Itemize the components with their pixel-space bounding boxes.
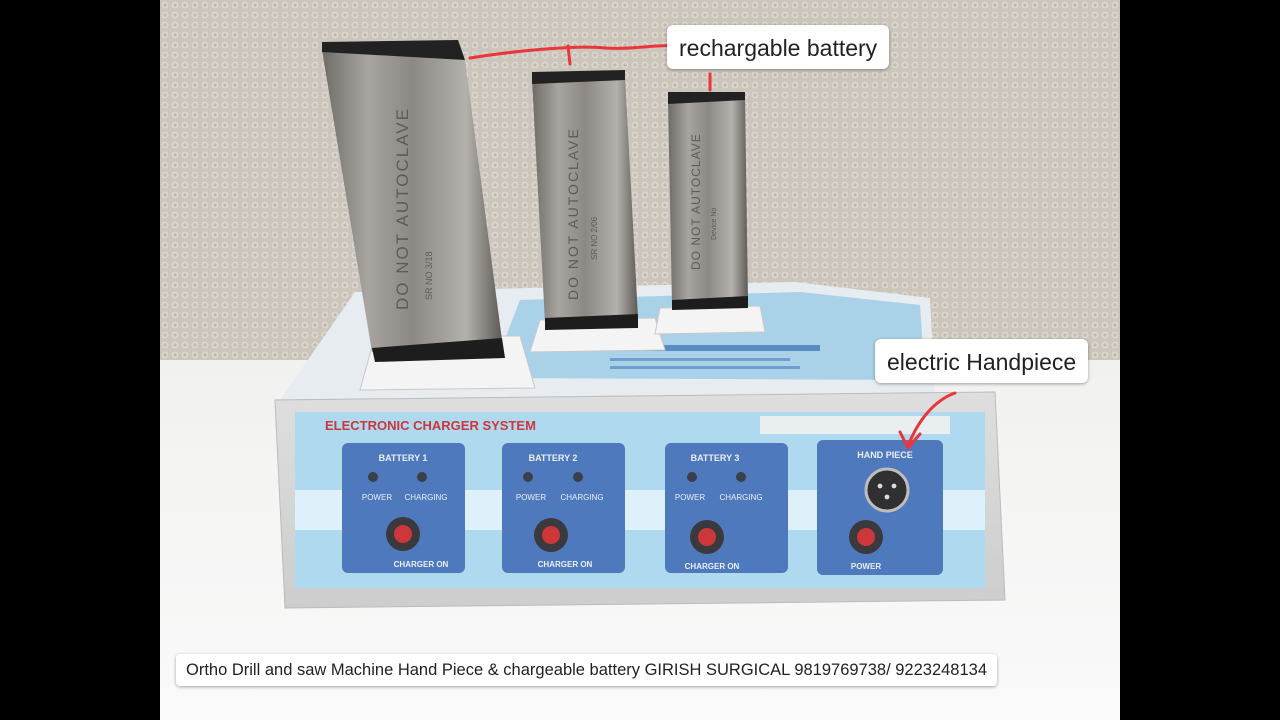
battery-2 [532, 70, 638, 330]
panel-label-strip [760, 416, 950, 434]
handpiece-module-title: HAND PIECE [857, 450, 913, 460]
battery-module-3: BATTERY 3 POWER CHARGING CHARGER ON [665, 443, 788, 573]
battery-annotation-line [468, 44, 680, 60]
power-label: POWER [675, 493, 705, 502]
battery-module-title: BATTERY 2 [529, 453, 578, 463]
battery-module-title: BATTERY 3 [691, 453, 740, 463]
battery-2-engraving: DO NOT AUTOCLAVE [565, 127, 581, 300]
charging-label: CHARGING [560, 493, 603, 502]
battery-module-title: BATTERY 1 [379, 453, 428, 463]
charging-label: CHARGING [404, 493, 447, 502]
battery-callout: rechargable battery [667, 25, 890, 69]
battery-2-serial: SR NO 2/06 [590, 216, 599, 260]
switch-label: CHARGER ON [394, 560, 449, 569]
instruction-line [610, 366, 800, 369]
switch-label: CHARGER ON [538, 560, 593, 569]
handpiece-annotation-arrow [906, 391, 957, 448]
power-led [523, 472, 533, 482]
battery-1-serial: SR NO 3/18 [424, 251, 434, 300]
battery-module-2: BATTERY 2 POWER CHARGING CHARGER ON [502, 443, 625, 573]
instruction-line [610, 345, 820, 351]
plastic-wrap [275, 392, 1005, 608]
battery-3-engraving: DO NOT AUTOCLAVE [689, 133, 703, 270]
handpiece-power-label: POWER [851, 562, 881, 571]
battery-socket [654, 305, 766, 335]
handpiece-module: HAND PIECE POWER [817, 440, 943, 575]
battery-3 [668, 92, 748, 310]
battery-1 [322, 40, 505, 362]
power-led [687, 472, 697, 482]
handpiece-socket[interactable] [864, 467, 910, 513]
handpiece-callout: electric Handpiece [875, 339, 1089, 383]
switch-label: CHARGER ON [685, 562, 740, 571]
arrow-head-icon [898, 430, 922, 450]
battery-3-serial: Device No [711, 208, 718, 240]
battery-module-1: BATTERY 1 POWER CHARGING CHARGER ON [342, 443, 465, 573]
caption: Ortho Drill and saw Machine Hand Piece &… [176, 654, 998, 686]
charging-label: CHARGING [719, 493, 762, 502]
power-led [368, 472, 378, 482]
product-photo: DO NOT AUTOCLAVE SR NO 3/18 DO NOT AUTOC… [160, 0, 1120, 720]
charging-led [736, 472, 746, 482]
battery-annotation-tick [566, 44, 572, 66]
instruction-line [610, 358, 790, 361]
battery-1-engraving: DO NOT AUTOCLAVE [393, 107, 412, 310]
charging-led [417, 472, 427, 482]
power-label: POWER [516, 493, 546, 502]
power-label: POWER [362, 493, 392, 502]
charging-led [573, 472, 583, 482]
panel-title: ELECTRONIC CHARGER SYSTEM [325, 418, 536, 433]
